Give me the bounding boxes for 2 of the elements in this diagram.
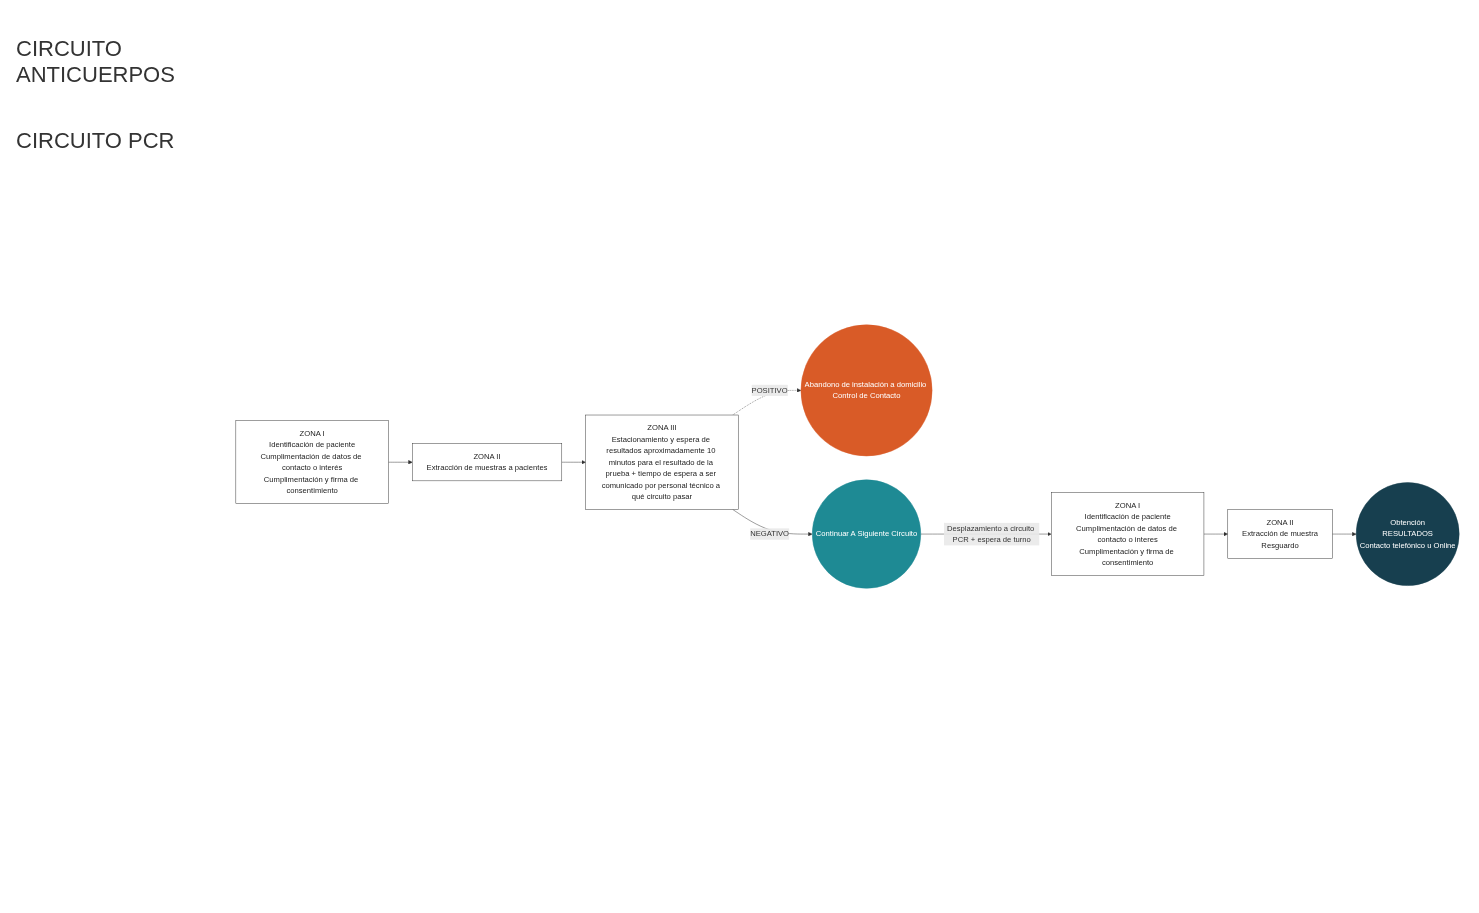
circuit-label: CIRCUITO PCR <box>16 128 176 154</box>
circuit-label: CIRCUITO ANTICUERPOS <box>16 36 176 88</box>
